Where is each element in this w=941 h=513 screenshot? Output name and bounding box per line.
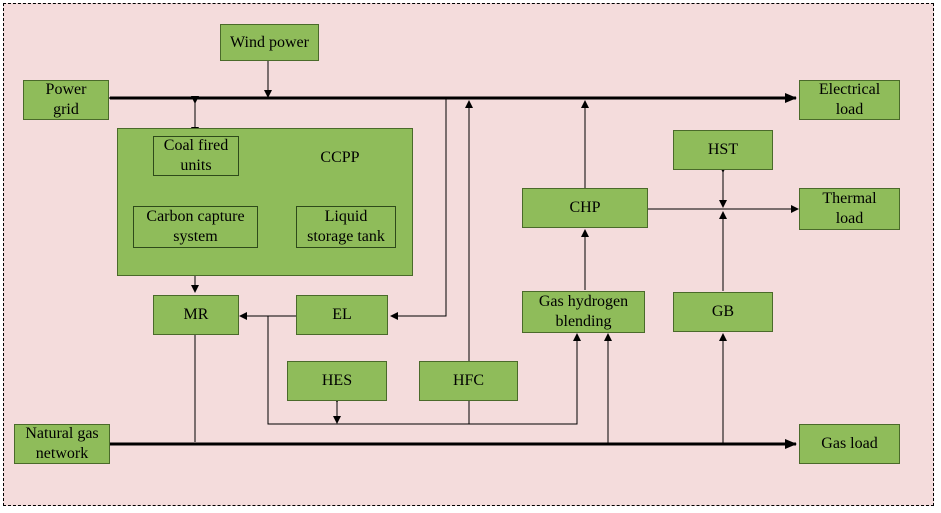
gas-hydrogen-blending-box: Gas hydrogen blending — [522, 291, 645, 333]
power-grid-box: Power grid — [23, 80, 109, 120]
ccpp-box — [117, 128, 413, 276]
gas-load-box: Gas load — [799, 424, 900, 464]
carbon-capture-system-box: Carbon capture system — [133, 206, 258, 248]
gb-box: GB — [673, 292, 773, 332]
mr-box: MR — [153, 295, 239, 335]
wind-power-box: Wind power — [220, 24, 319, 61]
bus-to-el — [390, 99, 447, 320]
hst-box: HST — [673, 130, 773, 170]
liquid-storage-tank-box: Liquid storage tank — [296, 206, 396, 248]
coal-fired-units-box: Coal fired units — [153, 136, 239, 176]
chp-box: CHP — [522, 188, 648, 228]
natural-gas-network-box: Natural gas network — [14, 424, 110, 464]
el-box: EL — [296, 295, 388, 335]
hfc-box: HFC — [419, 361, 518, 401]
ccpp-label: CCPP — [320, 149, 360, 166]
thermal-load-box: Thermal load — [799, 188, 900, 230]
hydrogen-line — [267, 316, 581, 425]
hes-box: HES — [287, 361, 387, 401]
electrical-load-box: Electrical load — [799, 80, 900, 120]
